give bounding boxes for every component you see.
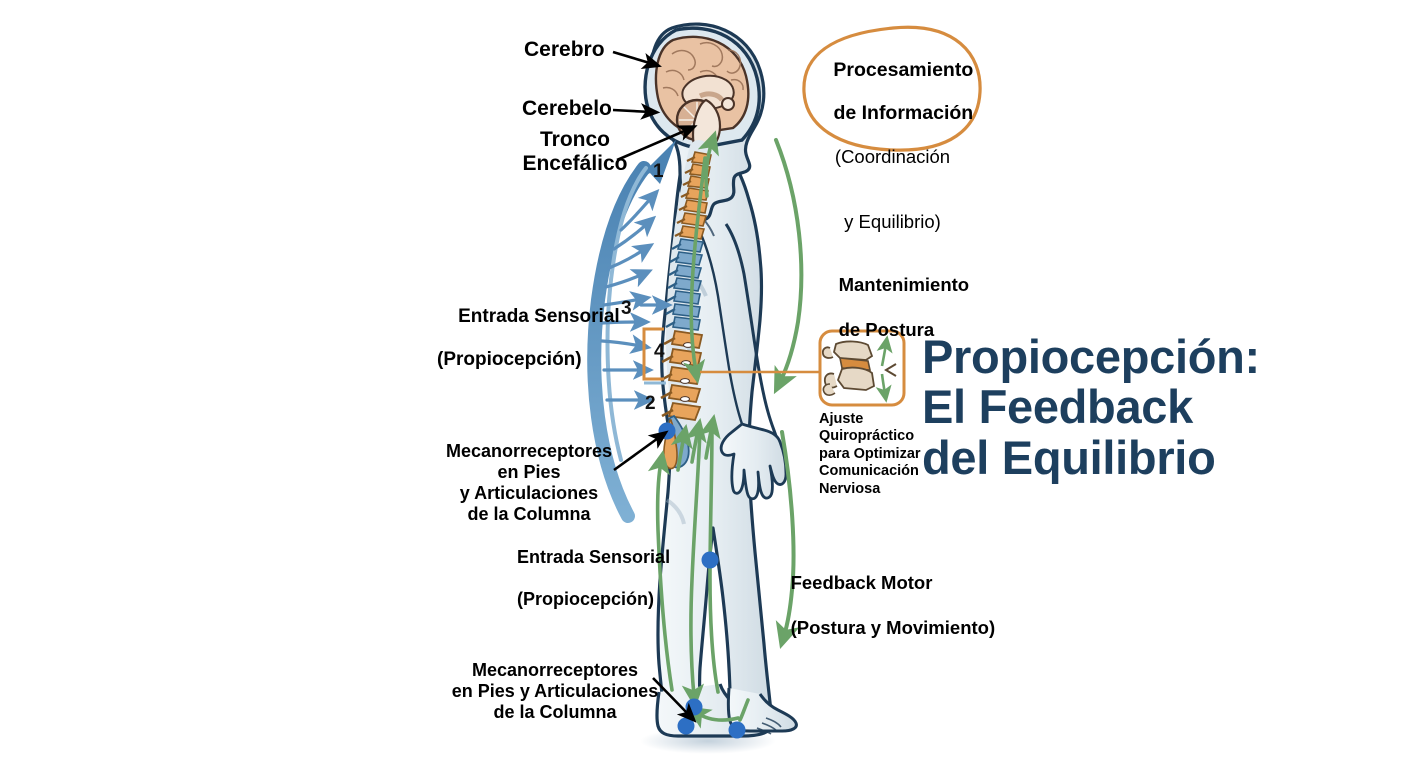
- lumbar-bracket: [642, 327, 664, 381]
- sensory-input-lower-line1: Entrada Sensorial: [517, 547, 671, 568]
- arm-outline: [724, 223, 778, 437]
- label-cerebelo: Cerebelo: [522, 97, 612, 120]
- label-mechanoreceptors-lower: Mecanorreceptores en Pies y Articulacion…: [451, 660, 659, 723]
- pelvis-ascend-c: [698, 413, 721, 460]
- dot-forefoot: [728, 721, 746, 739]
- main-sensory-arrow-shaft: [587, 161, 651, 523]
- toe-lines: [756, 717, 782, 735]
- label-motor-feedback: Feedback Motor (Postura y Movimiento): [770, 550, 996, 661]
- cervical-processes: [674, 156, 696, 237]
- sensory-input-lower-line2: (Propiocepción): [517, 589, 655, 610]
- sensory-input-upper-line2: (Propiocepción): [437, 348, 582, 370]
- label-sensory-input-upper: Entrada Sensorial (Propiocepción): [437, 285, 620, 413]
- pituitary: [721, 97, 735, 111]
- motor-efferent-arrows: [647, 130, 804, 729]
- dot-heel: [677, 717, 695, 735]
- processing-heading-line1: Procesamiento: [833, 58, 974, 81]
- label-cerebro: Cerebro: [524, 38, 605, 61]
- adjust-chevron: [884, 363, 897, 377]
- label-mechanoreceptors-upper: Mecanorreceptores en Pies y Articulacion…: [445, 441, 613, 525]
- label-leader-lines: [612, 50, 698, 723]
- leg-ascending-pathway: [647, 449, 674, 692]
- leader-tronco: [616, 125, 698, 162]
- adjust-arrow-down: [875, 373, 892, 403]
- leader-cerebelo: [612, 103, 661, 120]
- spine-marker-2: 2: [645, 393, 656, 414]
- leader-mecano-upper: [613, 430, 669, 472]
- adjust-arrow-up: [876, 335, 893, 367]
- page-title: Propiocepción: El Feedback del Equilibri…: [922, 330, 1260, 484]
- vertebra-icon: [821, 335, 897, 403]
- skull-outline: [643, 26, 761, 150]
- segmental-sensory-arrows: [600, 188, 673, 410]
- foot-link: [738, 698, 750, 722]
- arm-inner-line: [698, 231, 744, 425]
- processing-heading-line2: de Información: [833, 102, 974, 125]
- motor-feedback-line2: (Postura y Movimiento): [790, 616, 996, 638]
- label-posture-maintenance: Mantenimiento de Postura: [818, 252, 970, 363]
- title-line2: El Feedback: [922, 380, 1193, 434]
- dot-knee: [701, 551, 719, 569]
- label-adjustment-caption: Ajuste Quiropráctico para Optimizar Comu…: [819, 411, 921, 497]
- processing-sub-line1: (Coordinación: [834, 146, 951, 168]
- processing-callout-text: Procesamiento de Información (Coordinaci…: [800, 38, 985, 276]
- sensory-input-upper-line1: Entrada Sensorial: [458, 306, 620, 328]
- motor-feedback-line1: Feedback Motor: [790, 572, 933, 594]
- posture-maintenance-line1: Mantenimiento: [838, 274, 970, 296]
- motor-feedback-descending: [775, 430, 800, 650]
- processing-sub-line2: y Equilibrio): [844, 210, 941, 232]
- spine-marker-3: 3: [621, 298, 632, 319]
- title-line3: del Equilibrio: [922, 430, 1216, 484]
- sensory-afferent-arrows: [587, 140, 676, 523]
- processing-callout-border: [802, 25, 982, 152]
- leader-cerebro: [612, 50, 662, 69]
- label-tronco-encefalico: Tronco Encefálico: [522, 128, 628, 175]
- ascending-to-brainstem: [697, 130, 719, 198]
- title-line1: Propiocepción:: [922, 330, 1260, 383]
- thalamus: [698, 91, 725, 102]
- leader-mecano-lower: [652, 677, 697, 723]
- pelvis-ascend-a: [670, 423, 693, 472]
- knee-shade: [665, 498, 686, 525]
- secondary-sensory-arc: [605, 166, 648, 462]
- foot-feedback-arrow: [686, 706, 740, 729]
- spine-marker-4: 4: [654, 341, 665, 362]
- label-sensory-input-lower: Entrada Sensorial (Propiocepción): [497, 526, 670, 631]
- posture-maintenance-line2: de Postura: [838, 318, 935, 340]
- descending-spinal-cord: [683, 156, 707, 385]
- leg-descending-pathway-b: [708, 424, 720, 694]
- adjustment-callout: [700, 329, 906, 407]
- leg-descending-pathway-a: [681, 428, 705, 709]
- posture-maintenance-arc: [773, 138, 804, 395]
- lumbar-processes: [660, 336, 676, 418]
- spine-marker-1: 1: [653, 161, 664, 182]
- pelvis-ascend-b: [684, 417, 707, 464]
